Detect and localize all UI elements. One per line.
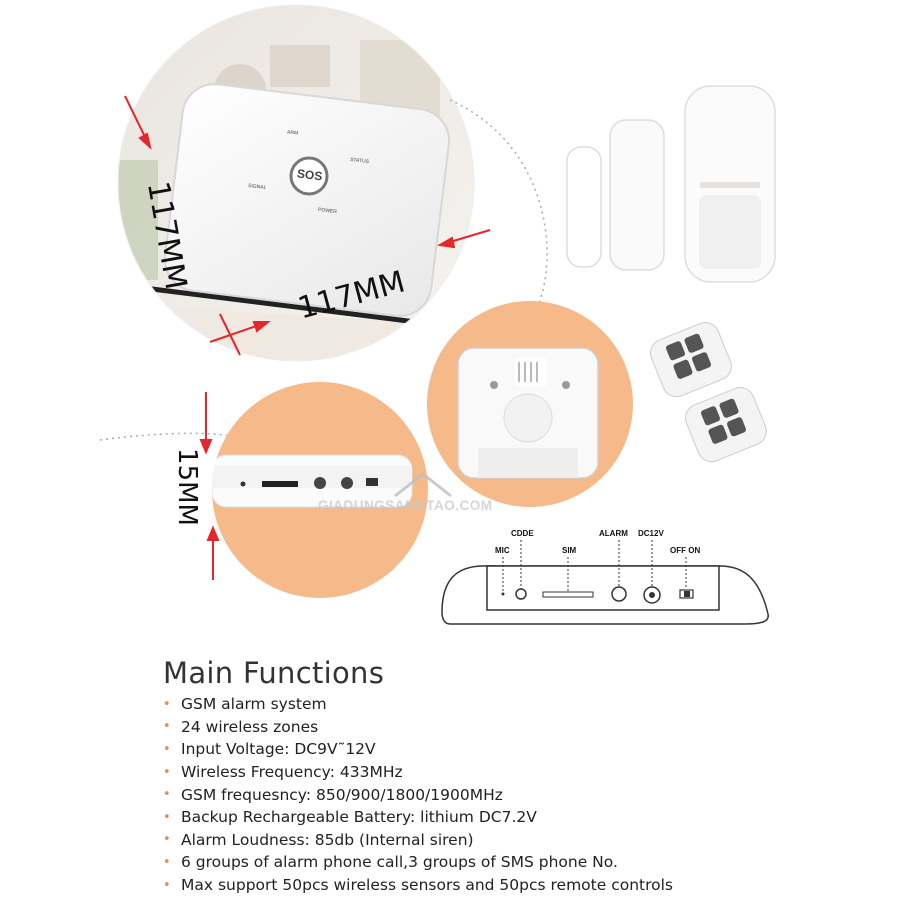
bullet-icon: • <box>163 854 171 870</box>
list-item: • GSM frequesncy: 850/900/1800/1900MHz <box>163 783 673 806</box>
bullet-icon: • <box>163 832 171 848</box>
bullet-icon: • <box>163 741 171 757</box>
list-item-text: Wireless Frequency: 433MHz <box>181 763 403 782</box>
list-item-text: Input Voltage: DC9V˜12V <box>181 740 376 759</box>
house-icon <box>394 472 452 498</box>
port-label-off-on: OFF ON <box>670 546 701 555</box>
port-label-alarm: ALARM <box>599 529 628 538</box>
list-item-text: 24 wireless zones <box>181 717 319 736</box>
port-label-sim: SIM <box>562 546 577 555</box>
sos-button: SOS <box>296 166 324 184</box>
list-item: • Wireless Frequency: 433MHz <box>163 761 673 784</box>
list-item: • Alarm Loudness: 85db (Internal siren) <box>163 829 673 852</box>
height-dimension-label: 15MM <box>171 448 202 526</box>
bullet-icon: • <box>163 809 171 825</box>
section-heading: Main Functions <box>163 656 385 690</box>
arm-label: ARM <box>286 129 299 137</box>
bullet-icon: • <box>163 719 171 735</box>
list-item: • Input Voltage: DC9V˜12V <box>163 738 673 761</box>
port-label-mic: MIC <box>495 546 510 555</box>
list-item: • GSM alarm system <box>163 693 673 716</box>
list-item: • 6 groups of alarm phone call,3 groups o… <box>163 851 673 874</box>
list-item-text: GSM alarm system <box>181 695 327 714</box>
feature-list: • GSM alarm system • 24 wireless zones • In… <box>163 693 673 896</box>
list-item: • Max support 50pcs wireless sensors and … <box>163 874 673 897</box>
list-item: • 24 wireless zones <box>163 716 673 739</box>
bullet-icon: • <box>163 787 171 803</box>
port-label-dc12v: DC12V <box>638 529 664 538</box>
list-item-text: 6 groups of alarm phone call,3 groups of… <box>181 853 618 872</box>
list-item-text: Max support 50pcs wireless sensors and 5… <box>181 876 674 895</box>
bullet-icon: • <box>163 877 171 893</box>
watermark: GIADUNGSANGTAO.COM <box>318 498 493 513</box>
list-item-text: Alarm Loudness: 85db (Internal siren) <box>181 830 474 849</box>
bullet-icon: • <box>163 764 171 780</box>
list-item: • Backup Rechargeable Battery: lithium DC… <box>163 806 673 829</box>
bullet-icon: • <box>163 696 171 712</box>
list-item-text: Backup Rechargeable Battery: lithium DC7… <box>181 808 537 827</box>
port-label-code: CDDE <box>511 529 534 538</box>
list-item-text: GSM frequesncy: 850/900/1800/1900MHz <box>181 785 503 804</box>
